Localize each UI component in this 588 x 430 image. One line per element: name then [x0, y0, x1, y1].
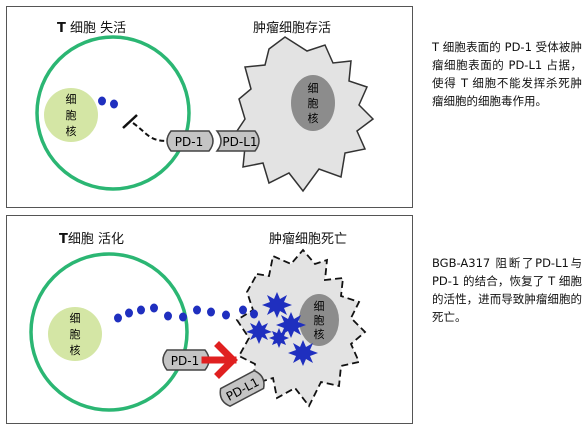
- cytotoxic-granule: [98, 96, 106, 106]
- t-cell-nucleus-label-1: 细: [66, 93, 77, 106]
- tumor-nucleus: [299, 294, 339, 346]
- cytotoxic-granule: [125, 308, 133, 318]
- cytotoxic-granule: [207, 307, 215, 317]
- damage-burst: [269, 328, 289, 348]
- t-cell-status-title: T 细胞 失活: [57, 17, 126, 36]
- t-cell-nucleus-label-3: 核: [70, 343, 81, 357]
- pd1-receptor: [162, 349, 210, 371]
- cytotoxic-granule: [137, 305, 145, 315]
- t-cell-membrane: [29, 252, 189, 412]
- description-activated: BGB-A317 阻断了PD-L1与 PD-1 的结合，恢复了 T 细胞的活性，…: [432, 256, 582, 324]
- t-cell-nucleus: [44, 88, 98, 142]
- t-letter: T: [57, 21, 66, 36]
- inhibition-bar: [122, 114, 138, 129]
- damage-burst: [276, 312, 306, 338]
- cytotoxic-granules: [114, 303, 258, 323]
- cytotoxic-granule: [239, 305, 247, 315]
- cell-damage-bursts: [246, 292, 318, 366]
- damage-burst: [288, 340, 318, 366]
- pdl1-label: PD-L1: [222, 135, 257, 149]
- tumor-nucleus-label-2: 胞: [308, 97, 319, 110]
- t-cell-nucleus-label-1: 细: [70, 312, 81, 325]
- panel-inactivated: 细 胞 核 细 胞 核 PD-1 PD-L1 T 细胞 失活 肿瘤细胞存活: [6, 6, 413, 208]
- t-cell-membrane: [35, 35, 191, 191]
- t-cell-status-text: 细胞 活化: [67, 232, 125, 247]
- pdl1-ligand: [219, 369, 265, 408]
- t-cell-nucleus-label-2: 胞: [66, 109, 77, 122]
- cytotoxic-granule: [222, 310, 230, 320]
- inhibition-dashed-line: [132, 122, 168, 142]
- panel-inactivated-diagram: 细 胞 核 细 胞 核 PD-1 PD-L1: [35, 35, 375, 193]
- t-cell-nucleus: [48, 307, 102, 361]
- tumor-nucleus-label-3: 核: [308, 111, 319, 125]
- pdl1-ligand: [215, 130, 260, 152]
- cytotoxic-granule: [150, 303, 158, 313]
- cytotoxic-granule: [164, 311, 172, 321]
- tumor-status-title: 肿瘤细胞死亡: [269, 232, 348, 247]
- tumor-nucleus-label-3: 核: [314, 327, 325, 341]
- damage-burst: [262, 292, 292, 318]
- cytotoxic-granule: [114, 313, 122, 323]
- t-cell-nucleus-label-2: 胞: [70, 328, 81, 341]
- tumor-nucleus-label-1: 细: [308, 82, 319, 95]
- damage-burst: [246, 320, 272, 344]
- pd1-label: PD-1: [175, 135, 203, 149]
- antibody-blocker: [201, 341, 238, 379]
- t-cell-nucleus-label-3: 核: [66, 124, 77, 138]
- cytotoxic-granule: [179, 312, 187, 322]
- panel-activated: 细 胞 核 细 胞 核: [6, 215, 413, 424]
- cytotoxic-granule: [110, 99, 118, 109]
- tumor-nucleus-label-1: 细: [314, 300, 325, 313]
- tumor-nucleus-label-2: 胞: [314, 314, 325, 327]
- description-inactivated: T 细胞表面的 PD-1 受体被肿瘤细胞表面的 PD-L1 占据，使得 T 细胞…: [432, 40, 582, 108]
- pd1-receptor: [166, 130, 214, 152]
- tumor-nucleus: [291, 75, 335, 131]
- t-cell-status-text: 细胞 失活: [70, 21, 127, 36]
- pd1-label: PD-1: [171, 354, 199, 368]
- tumor-status-title: 肿瘤细胞存活: [253, 21, 332, 36]
- t-letter: T: [59, 232, 68, 247]
- panel-activated-diagram: 细 胞 核 细 胞 核: [29, 248, 367, 412]
- cytotoxic-granule: [250, 309, 258, 319]
- t-cell-status-title: T细胞 活化: [59, 228, 124, 247]
- pdl1-ligand-detached: PD-L1: [219, 369, 265, 408]
- cytotoxic-granule: [193, 305, 201, 315]
